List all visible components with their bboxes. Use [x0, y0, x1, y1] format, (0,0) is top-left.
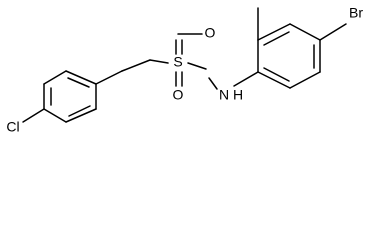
bond: [121, 59, 151, 72]
sulfur-label: S: [173, 54, 182, 70]
bond: [95, 70, 123, 85]
bond: [257, 23, 291, 41]
bond: [149, 59, 169, 64]
bond: [187, 62, 207, 70]
bond: [289, 23, 321, 41]
oxygen-bottom-label: O: [173, 87, 184, 103]
bond: [68, 105, 91, 117]
bond: [319, 23, 347, 41]
amine-hydrogen-label: H: [233, 87, 243, 103]
amine-nitrogen-label: N: [219, 87, 229, 103]
chlorophenyl-ring: [43, 70, 97, 123]
bond: [289, 71, 321, 89]
chlorine-label: Cl: [6, 119, 19, 135]
structure-canvas: Cl S O O N H: [6, 4, 364, 135]
bromine-label: Br: [349, 5, 363, 21]
bond: [22, 108, 45, 123]
bond: [67, 77, 90, 88]
bond: [65, 70, 97, 85]
bond: [233, 71, 259, 87]
bond: [65, 108, 97, 123]
bond: [257, 71, 291, 89]
chemical-structure-drawing: Cl S O O N H: [6, 5, 363, 135]
bond: [263, 31, 290, 46]
oxygen-top-label: O: [205, 25, 216, 41]
bond: [43, 70, 67, 85]
bond: [43, 108, 67, 123]
bromomethylphenyl-ring: [257, 23, 321, 89]
bond: [263, 67, 290, 82]
bond: [208, 77, 218, 90]
